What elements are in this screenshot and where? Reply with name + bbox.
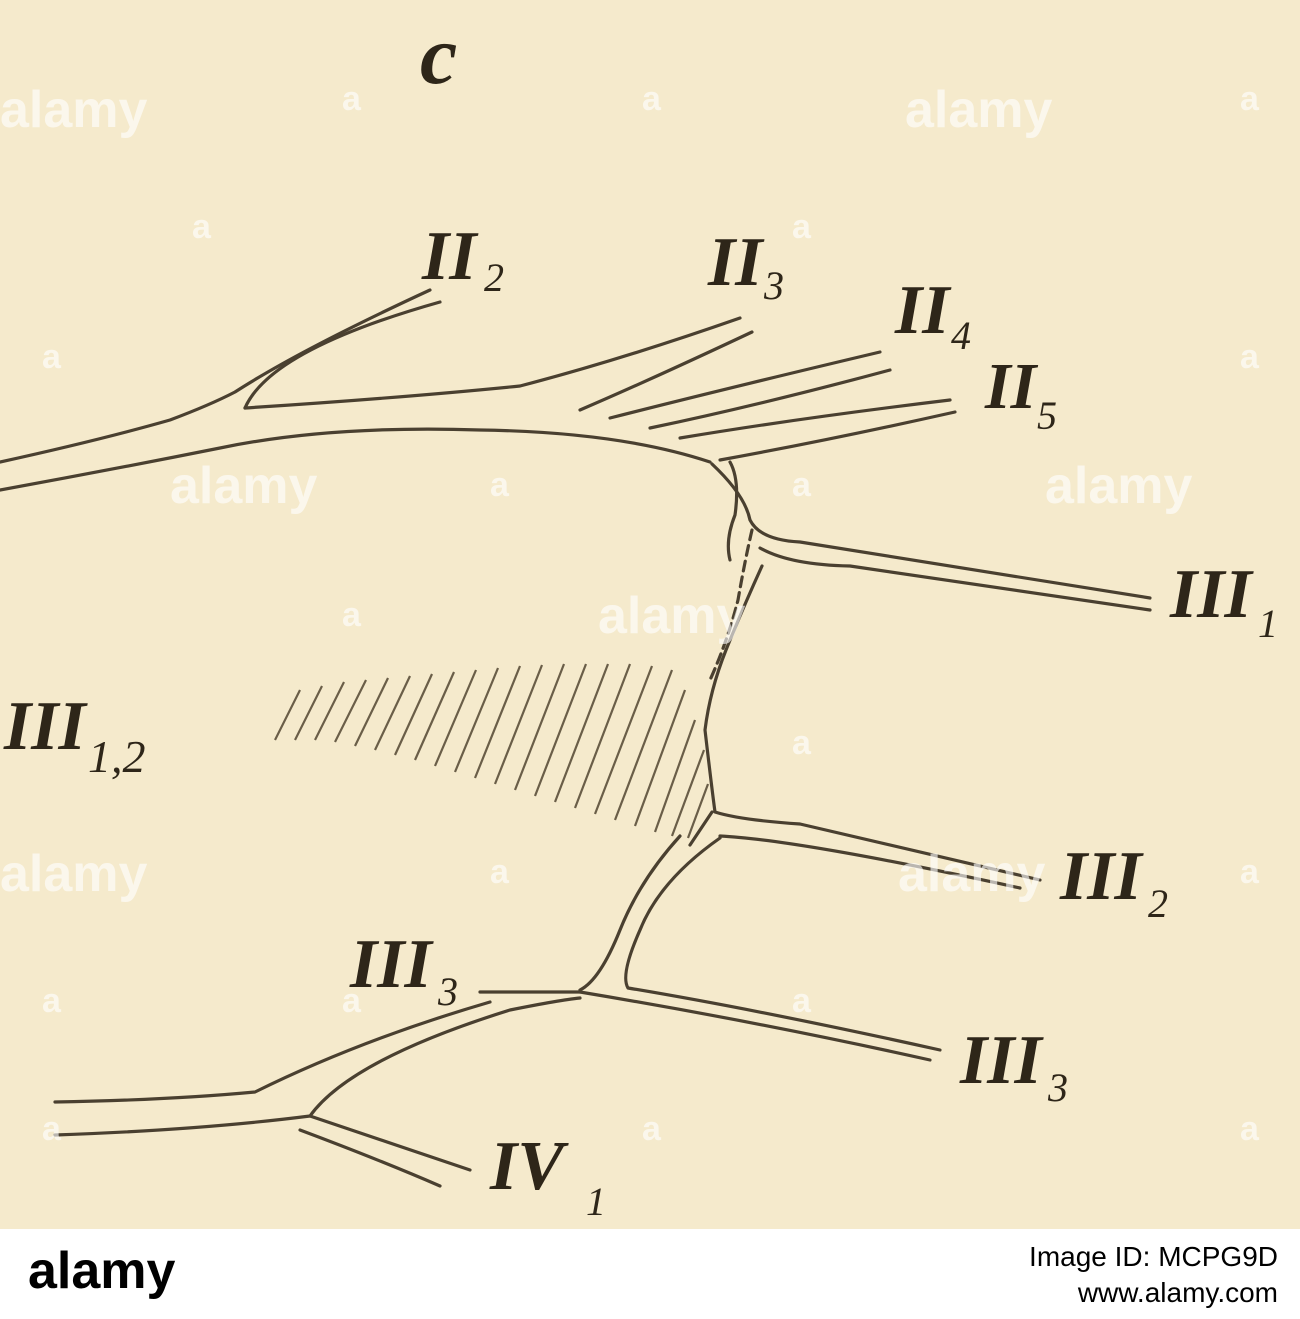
watermark-small: a <box>792 724 811 762</box>
label-III3-left-sub: 3 <box>438 969 458 1014</box>
label-II4-sub: 4 <box>951 313 971 358</box>
watermark-small: a <box>792 466 811 504</box>
label-III1-roman: III <box>1170 556 1252 633</box>
footer-url: www.alamy.com <box>1077 1277 1278 1309</box>
watermark-small: a <box>642 80 661 118</box>
watermark-small: a <box>1240 853 1259 891</box>
label-III3-right-sub: 3 <box>1048 1065 1068 1110</box>
label-III2-sub: 2 <box>1148 881 1168 926</box>
image-id: Image ID: MCPG9D <box>1029 1241 1278 1272</box>
watermark-small: a <box>1240 80 1259 118</box>
vein-drawing <box>0 288 1152 1188</box>
watermark-small: a <box>342 596 361 634</box>
watermark-small: a <box>642 1110 661 1148</box>
watermark-small: a <box>342 80 361 118</box>
watermark-small: a <box>792 208 811 246</box>
label-II2-roman: II <box>422 218 477 295</box>
watermark-small: a <box>342 982 361 1020</box>
label-IV1-roman: IV <box>490 1128 564 1205</box>
label-II3-sub: 3 <box>764 263 784 308</box>
footer-logo: alamy <box>28 1242 176 1300</box>
vein-IV <box>53 996 582 1188</box>
footer-image-info: Image ID: MCPG9D www.alamy.com <box>1029 1239 1278 1312</box>
vein-III <box>478 460 1152 1062</box>
footer-bar: alamy Image ID: MCPG9D www.alamy.com <box>0 1229 1300 1319</box>
watermark-small: a <box>490 853 509 891</box>
watermark-small: a <box>42 982 61 1020</box>
watermark-small: a <box>1240 338 1259 376</box>
label-III1-sub: 1 <box>1258 601 1278 646</box>
label-III12-sub: 1,2 <box>88 731 146 782</box>
watermark: alamy <box>170 457 318 515</box>
label-II5-roman: II <box>985 350 1037 423</box>
label-III12-roman: III <box>4 688 86 765</box>
watermark: alamy <box>1045 457 1193 515</box>
label-III3-left-roman: III <box>350 926 432 1003</box>
watermark-small: a <box>42 338 61 376</box>
watermark-small: a <box>1240 1110 1259 1148</box>
watermark: alamy <box>905 81 1053 139</box>
watermark-small: a <box>42 1110 61 1148</box>
watermark: alamy <box>0 81 148 139</box>
label-III2-roman: III <box>1060 838 1142 915</box>
panel-letter: c <box>420 9 458 102</box>
watermark: alamy <box>598 587 746 645</box>
watermark-small: a <box>490 466 509 504</box>
label-II2-sub: 2 <box>484 255 504 300</box>
label-II3-roman: II <box>708 224 763 301</box>
label-II4-roman: II <box>895 272 950 349</box>
watermark-small: a <box>792 982 811 1020</box>
label-III3-right-roman: III <box>960 1022 1042 1099</box>
hatched-region <box>274 663 710 839</box>
label-IV1-sub: 1 <box>586 1179 606 1224</box>
watermark-small: a <box>192 208 211 246</box>
watermark: alamy <box>0 845 148 903</box>
watermark: alamy <box>898 845 1046 903</box>
label-II5-sub: 5 <box>1037 393 1057 438</box>
vein-II <box>0 288 957 492</box>
